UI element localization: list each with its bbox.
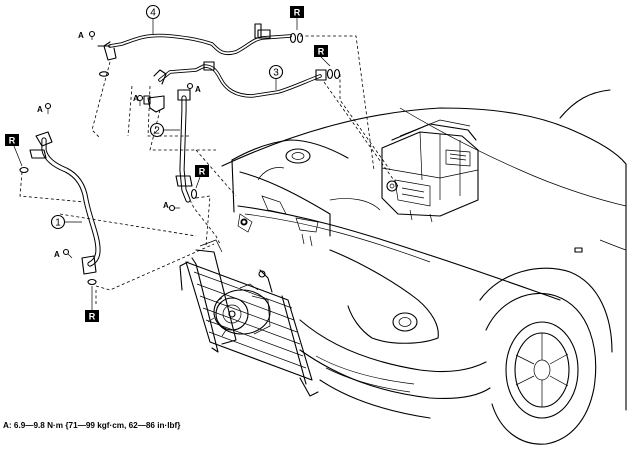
compressor [207,283,271,337]
part-1-hose [19,131,101,286]
callout-2-label: 2 [154,126,160,137]
hvac-unit [381,119,479,223]
callout-4-label: 4 [150,8,156,19]
torque-markers: A A A A A A [37,31,201,259]
torque-marker-5: A [163,201,169,210]
callout-3: 3 [268,64,284,90]
callout-1: 1 [50,214,82,230]
torque-marker-4: A [195,85,201,94]
part-4-pipe [97,23,304,77]
replace-marker-2-label: R [318,47,325,57]
replace-marker-3-label: R [9,136,16,146]
bolts [44,30,247,259]
callout-1-label: 1 [55,218,61,229]
replace-marker-4: R [195,165,209,189]
replace-marker-5: R [85,286,99,322]
replace-marker-4-label: R [199,167,206,177]
torque-marker-3: A [133,94,139,103]
part-2-hose [175,89,198,203]
condenser [179,239,319,397]
replace-marker-2: R [314,45,331,67]
torque-marker-6: A [54,250,60,259]
engine-bay [231,139,381,247]
torque-spec-note: A: 6.9—9.8 N·m {71—99 kgf·cm, 62—86 in·l… [3,421,181,430]
replace-marker-3: R [5,134,23,167]
callout-2: 2 [149,122,180,138]
vehicle-body [221,89,627,445]
replace-marker-1: R [290,6,304,30]
replace-marker-5-label: R [89,312,96,322]
replace-marker-1-label: R [294,8,301,18]
torque-marker-1: A [78,31,84,40]
torque-marker-2: A [37,105,43,114]
callout-3-label: 3 [273,68,279,79]
callout-4: 4 [145,4,161,34]
part-3-pipe [143,61,341,113]
